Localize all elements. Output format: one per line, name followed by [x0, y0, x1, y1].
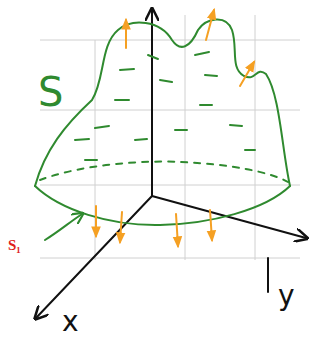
axes [36, 10, 306, 318]
grid [40, 15, 300, 260]
axis-label: y [278, 282, 295, 310]
surface-label: S [38, 72, 63, 112]
surface-outline [35, 19, 290, 240]
base-label: S₁ [8, 238, 21, 253]
axis-label: x [62, 308, 79, 336]
normal-arrows [96, 10, 254, 246]
